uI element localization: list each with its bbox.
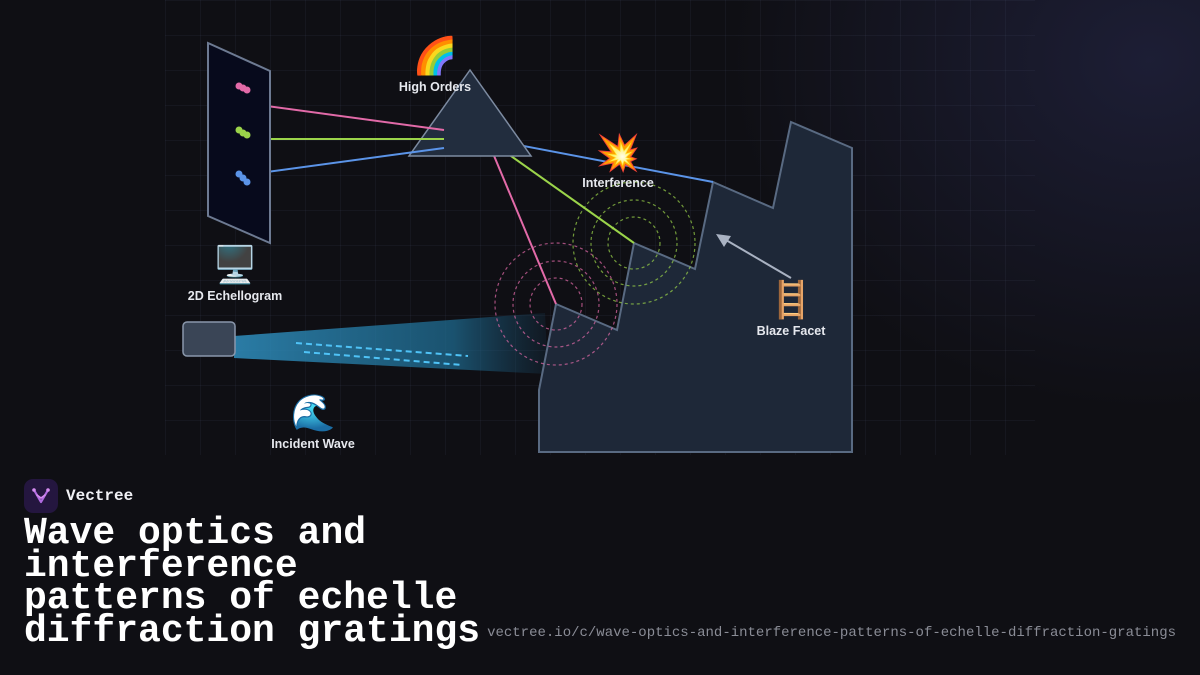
spectral-order-pink: [235, 82, 251, 94]
blaze-pointer-arrowhead: [716, 234, 731, 247]
detector-panel: [207, 41, 271, 245]
collision-icon: 💥: [595, 133, 641, 174]
label-interference: Interference: [582, 176, 654, 190]
monitor-icon: 🖥️: [212, 245, 258, 286]
prism: [407, 68, 533, 157]
ladder-icon: 🪜: [768, 280, 814, 321]
vectree-logo-icon: [24, 479, 58, 513]
blaze-pointer-line: [725, 239, 792, 279]
wave-icon: 🌊: [290, 393, 336, 434]
ray-pink-out: [251, 103, 445, 131]
interference-rings-pink: [494, 242, 618, 366]
rainbow-icon: 🌈: [412, 36, 458, 77]
label-echellogram: 2D Echellogram: [187, 289, 283, 303]
light-source: [182, 321, 236, 357]
interference-rings-green: [572, 181, 696, 305]
page-title: Wave optics and interference patterns of…: [24, 512, 481, 653]
label-incident-wave: Incident Wave: [271, 437, 355, 451]
spectral-order-blue: [235, 170, 251, 186]
spectral-order-green: [235, 126, 251, 139]
ray-pink: [486, 138, 557, 305]
brand-name: Vectree: [66, 487, 134, 505]
wavefront-dash: [295, 342, 469, 357]
page-url[interactable]: vectree.io/c/wave-optics-and-interferenc…: [487, 625, 1176, 641]
label-high-orders: High Orders: [398, 80, 472, 94]
wavefront-dash: [303, 351, 463, 366]
incident-beam: [234, 313, 548, 374]
label-blaze-facet: Blaze Facet: [756, 324, 826, 338]
brand: Vectree: [24, 479, 133, 513]
echelle-grating: [538, 120, 853, 453]
ray-blue-out: [251, 147, 445, 175]
